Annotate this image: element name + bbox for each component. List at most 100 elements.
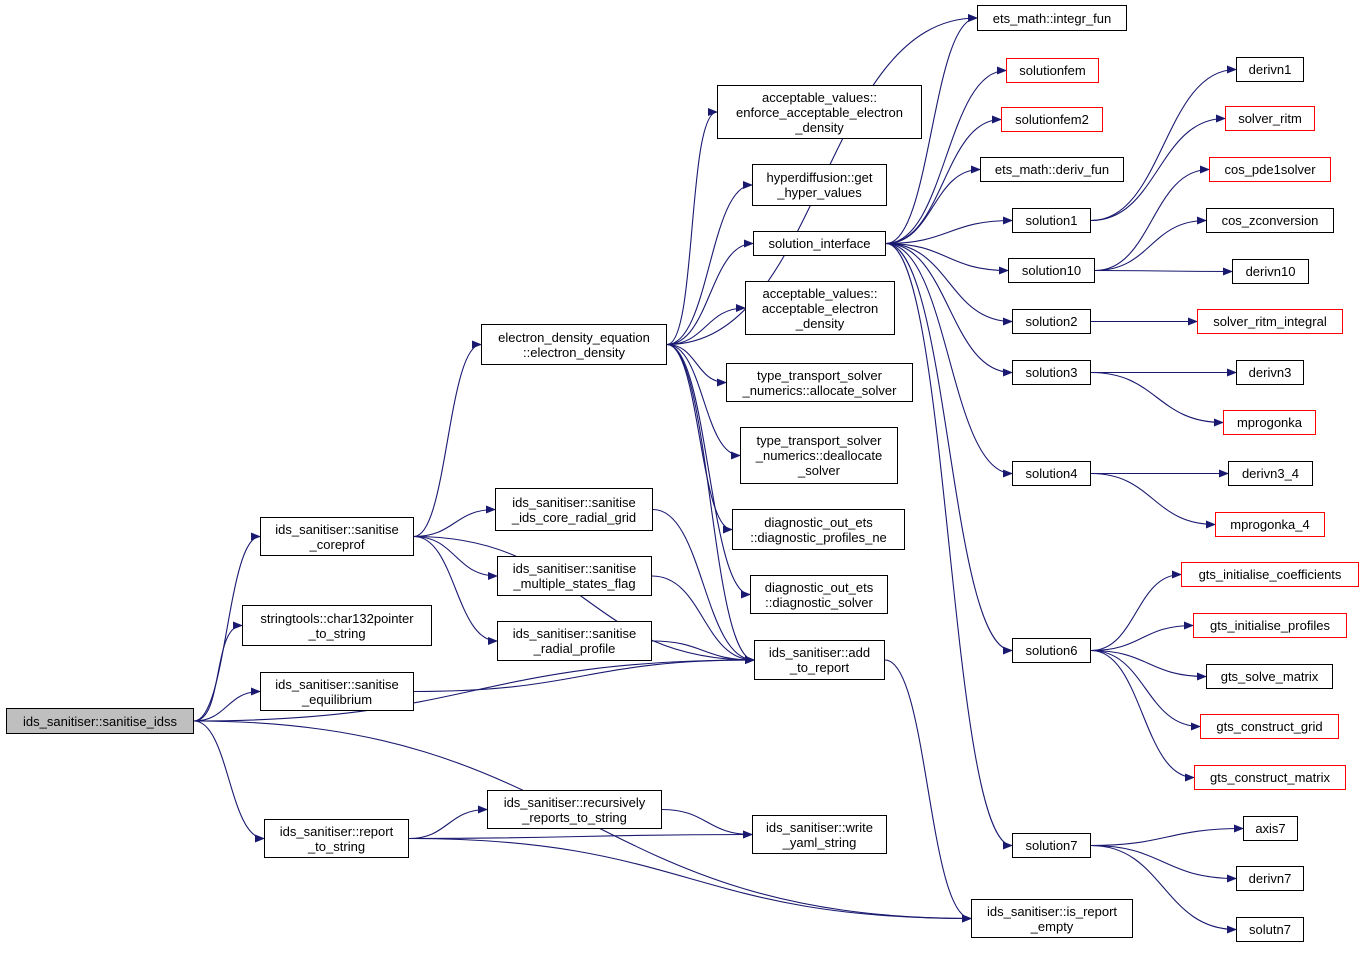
node-label-line: ids_sanitiser::sanitise — [275, 676, 399, 692]
edge-report-to-string-to-recursively — [408, 805, 488, 840]
node-label-line: gts_initialise_profiles — [1210, 618, 1330, 633]
node-derivn3-4[interactable]: derivn3_4 — [1228, 461, 1313, 486]
node-solver-ritm-integral[interactable]: solver_ritm_integral — [1197, 309, 1343, 334]
node-label-line: ids_sanitiser::sanitise_idss — [23, 713, 177, 729]
edge-electron-density-to-allocate-solver — [666, 343, 727, 387]
node-radial-profile[interactable]: ids_sanitiser::sanitise_radial_profile — [497, 621, 652, 661]
edge-solution7-to-solutn7 — [1090, 844, 1237, 934]
edge-solution7-to-derivn7 — [1090, 844, 1237, 883]
node-cos-zconversion[interactable]: cos_zconversion — [1206, 208, 1334, 233]
edge-solution3-to-mprogonka — [1090, 371, 1224, 427]
node-core-radial-grid[interactable]: ids_sanitiser::sanitise_ids_core_radial_… — [495, 488, 653, 531]
node-label-line: ::diagnostic_solver — [765, 594, 873, 610]
node-solutionfem2[interactable]: solutionfem2 — [1001, 107, 1103, 132]
node-mprogonka[interactable]: mprogonka — [1223, 410, 1316, 435]
edge-solution-interface-to-solution10 — [885, 242, 1009, 275]
edge-sanitise-coreprof-to-add-to-report — [413, 535, 755, 664]
node-label-line: stringtools::char132pointer — [260, 610, 414, 626]
node-label-line: _equilibrium — [301, 691, 373, 707]
node-axis7[interactable]: axis7 — [1243, 816, 1298, 841]
edge-sanitise-coreprof-to-electron-density — [413, 340, 482, 538]
edge-solution10-to-derivn10 — [1094, 267, 1233, 276]
edge-solution1-to-solver-ritm — [1090, 114, 1226, 222]
node-solution7[interactable]: solution7 — [1012, 833, 1091, 858]
edge-sanitise-idss-to-sanitise-coreprof — [193, 532, 261, 722]
node-label-line: ids_sanitiser::add — [768, 645, 871, 660]
edge-solution10-to-cos-pde1solver — [1094, 165, 1210, 272]
edge-electron-density-to-diag-profiles-ne — [666, 343, 733, 534]
edge-solution-interface-to-solution6 — [885, 242, 1013, 655]
node-label-line: _to_report — [789, 660, 850, 675]
node-deallocate-solver[interactable]: type_transport_solver_numerics::dealloca… — [740, 427, 898, 484]
node-label-line: ids_sanitiser::is_report — [986, 903, 1118, 919]
node-cos-pde1solver[interactable]: cos_pde1solver — [1209, 157, 1331, 182]
node-solution2[interactable]: solution2 — [1012, 309, 1091, 334]
node-add-to-report[interactable]: ids_sanitiser::add_to_report — [754, 640, 885, 680]
node-gts-construct-grid[interactable]: gts_construct_grid — [1200, 714, 1339, 739]
node-sanitise-equilibrium[interactable]: ids_sanitiser::sanitise_equilibrium — [260, 672, 414, 711]
node-label-line: ::electron_density — [523, 344, 625, 360]
node-solutn7[interactable]: solutn7 — [1236, 917, 1304, 942]
node-label-line: enforce_acceptable_electron — [736, 104, 903, 120]
edge-solution-interface-to-solution7 — [885, 242, 1013, 850]
node-char132pointer[interactable]: stringtools::char132pointer_to_string — [242, 605, 432, 646]
node-multiple-states[interactable]: ids_sanitiser::sanitise_multiple_states_… — [497, 556, 652, 596]
node-enforce-acceptable[interactable]: acceptable_values::enforce_acceptable_el… — [717, 85, 922, 139]
node-label-line: type_transport_solver — [756, 433, 882, 448]
node-sanitise-idss[interactable]: ids_sanitiser::sanitise_idss — [6, 708, 194, 734]
node-hyper-values[interactable]: hyperdiffusion::get_hyper_values — [752, 164, 887, 206]
node-derivn10[interactable]: derivn10 — [1232, 259, 1309, 284]
node-gts-init-profiles[interactable]: gts_initialise_profiles — [1193, 613, 1347, 638]
node-solution10[interactable]: solution10 — [1008, 258, 1095, 283]
node-label-line: derivn7 — [1248, 871, 1292, 886]
edge-electron-density-to-hyper-values — [666, 181, 753, 346]
node-gts-construct-matrix[interactable]: gts_construct_matrix — [1194, 765, 1346, 790]
node-deriv-fun[interactable]: ets_math::deriv_fun — [980, 157, 1124, 182]
node-diag-solver[interactable]: diagnostic_out_ets::diagnostic_solver — [750, 575, 888, 614]
node-derivn1[interactable]: derivn1 — [1236, 57, 1304, 82]
node-allocate-solver[interactable]: type_transport_solver_numerics::allocate… — [726, 363, 913, 402]
node-is-report-empty[interactable]: ids_sanitiser::is_report_empty — [971, 899, 1133, 938]
edge-electron-density-to-enforce-acceptable — [666, 108, 718, 346]
node-label-line: solution7 — [1025, 838, 1078, 853]
node-label-line: ::diagnostic_profiles_ne — [750, 529, 887, 545]
edge-solution-interface-to-integr-fun — [885, 14, 978, 245]
node-solution-interface[interactable]: solution_interface — [753, 231, 886, 256]
edge-sanitise-coreprof-to-core-radial-grid — [413, 505, 496, 538]
node-label-line: acceptable_values:: — [762, 285, 878, 301]
node-label-line: hyperdiffusion::get — [766, 170, 873, 185]
node-integr-fun[interactable]: ets_math::integr_fun — [977, 5, 1127, 31]
node-label-line: solver_ritm_integral — [1213, 314, 1327, 329]
node-solution3[interactable]: solution3 — [1012, 360, 1091, 385]
node-label-line: solutn7 — [1249, 922, 1291, 937]
edge-solution-interface-to-solution4 — [885, 242, 1013, 478]
node-gts-solve-matrix[interactable]: gts_solve_matrix — [1206, 664, 1333, 689]
node-label-line: solution1 — [1025, 213, 1078, 228]
node-mprogonka-4[interactable]: mprogonka_4 — [1215, 512, 1325, 537]
node-solution4[interactable]: solution4 — [1012, 461, 1091, 486]
edge-solution6-to-gts-init-coeff — [1090, 570, 1182, 652]
node-derivn3[interactable]: derivn3 — [1236, 360, 1304, 385]
node-write-yaml[interactable]: ids_sanitiser::write_yaml_string — [752, 815, 887, 854]
node-label-line: _radial_profile — [533, 641, 616, 656]
node-label-line: solution2 — [1025, 314, 1078, 329]
node-diag-profiles-ne[interactable]: diagnostic_out_ets::diagnostic_profiles_… — [732, 509, 905, 550]
node-solution6[interactable]: solution6 — [1012, 638, 1091, 663]
node-solutionfem[interactable]: solutionfem — [1006, 58, 1099, 83]
node-label-line: diagnostic_out_ets — [764, 579, 874, 595]
edge-add-to-report-to-is-report-empty — [884, 659, 972, 923]
node-label-line: ids_sanitiser::sanitise — [275, 521, 399, 537]
node-electron-density[interactable]: electron_density_equation::electron_dens… — [481, 324, 667, 365]
node-derivn7[interactable]: derivn7 — [1236, 866, 1304, 891]
node-sanitise-coreprof[interactable]: ids_sanitiser::sanitise_coreprof — [260, 517, 414, 556]
node-report-to-string[interactable]: ids_sanitiser::report_to_string — [264, 819, 409, 858]
node-solver-ritm[interactable]: solver_ritm — [1225, 106, 1315, 131]
node-gts-init-coeff[interactable]: gts_initialise_coefficients — [1181, 562, 1359, 587]
edge-sanitise-idss-to-sanitise-equilibrium — [193, 687, 261, 722]
node-acceptable-electron[interactable]: acceptable_values::acceptable_electron_d… — [745, 281, 895, 335]
node-label-line: diagnostic_out_ets — [764, 514, 873, 530]
node-recursively[interactable]: ids_sanitiser::recursively_reports_to_st… — [487, 790, 662, 829]
node-solution1[interactable]: solution1 — [1012, 208, 1091, 233]
node-label-line: ids_sanitiser::sanitise — [512, 626, 637, 641]
node-label-line: cos_pde1solver — [1224, 162, 1316, 177]
